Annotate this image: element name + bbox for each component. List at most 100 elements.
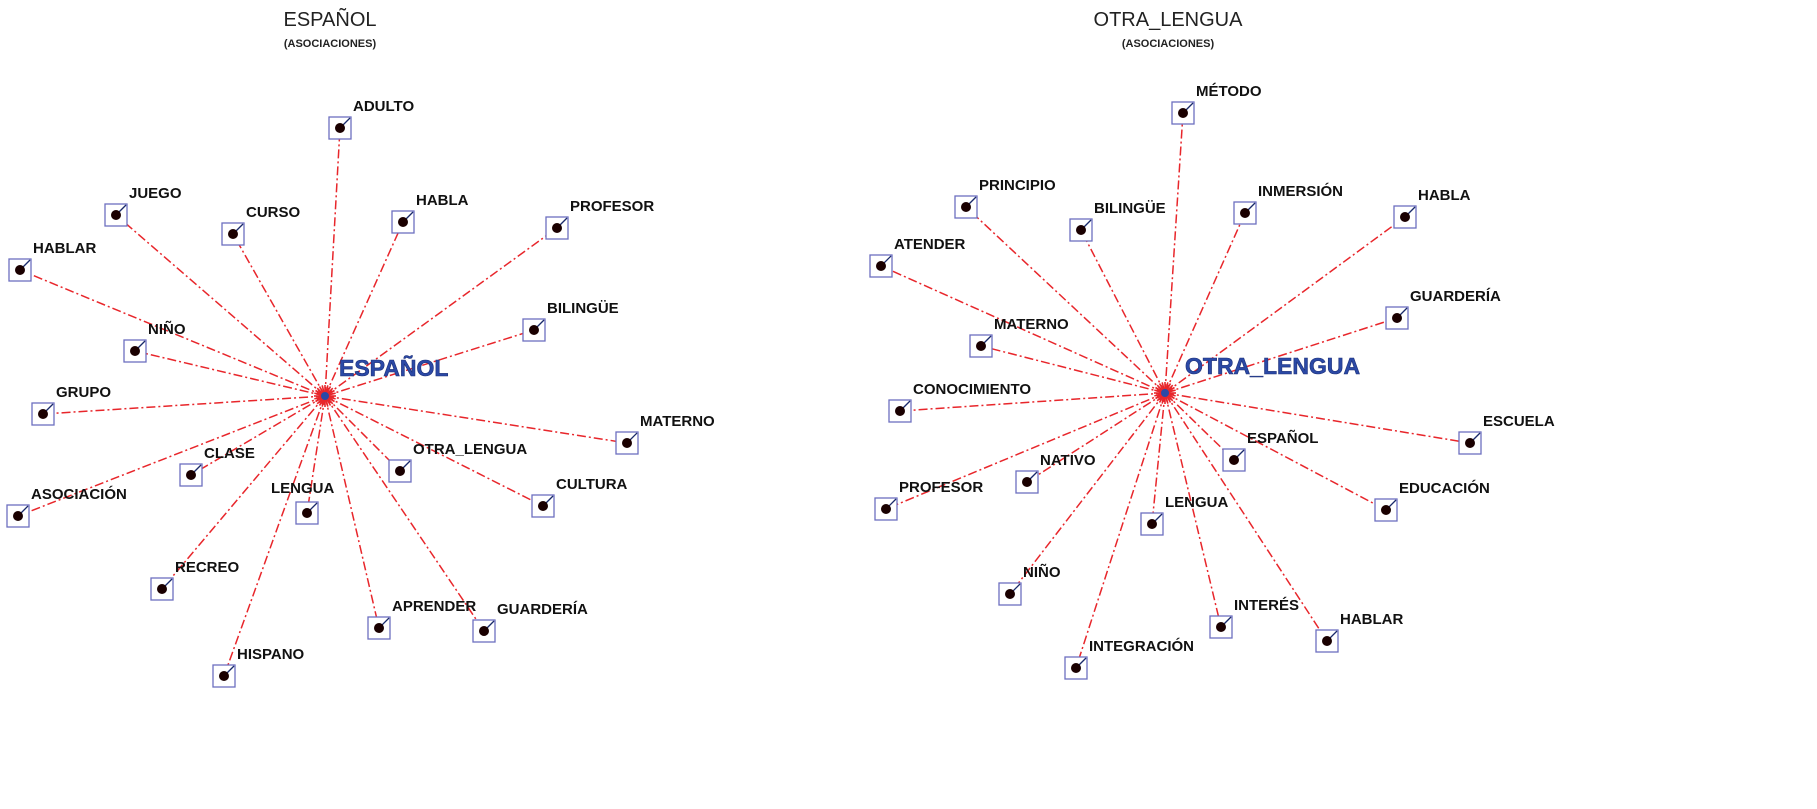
node-educación[interactable]: EDUCACIÓN <box>1374 479 1490 522</box>
node-interés[interactable]: INTERÉS <box>1209 597 1299 639</box>
node-lengua[interactable]: LENGUA <box>1140 494 1229 536</box>
node-adulto[interactable]: ADULTO <box>328 98 414 140</box>
node-dot-icon <box>335 123 345 133</box>
edge-profesor <box>324 227 558 397</box>
node-hablar[interactable]: HABLAR <box>1315 611 1403 653</box>
node-atender[interactable]: ATENDER <box>869 236 966 278</box>
node-dot-icon <box>1216 622 1226 632</box>
node-clase[interactable]: CLASE <box>179 445 255 487</box>
node-bilingüe[interactable]: BILINGÜE <box>1069 200 1166 242</box>
node-aprender[interactable]: APRENDER <box>367 598 476 640</box>
edge-hispano <box>223 395 326 677</box>
edge-habla <box>324 221 404 397</box>
node-profesor[interactable]: PROFESOR <box>874 479 983 521</box>
node-hablar[interactable]: HABLAR <box>8 240 96 282</box>
node-dot-icon <box>1381 505 1391 515</box>
node-label: LENGUA <box>271 480 335 497</box>
node-hispano[interactable]: HISPANO <box>212 646 305 688</box>
node-conocimiento[interactable]: CONOCIMIENTO <box>888 381 1031 423</box>
node-cultura[interactable]: CULTURA <box>531 476 628 518</box>
edge-niño <box>134 350 326 397</box>
node-label: RECREO <box>175 559 240 576</box>
edge-principio <box>965 206 1166 394</box>
diagram-subtitle: (ASOCIACIONES) <box>1122 38 1215 50</box>
node-dot-icon <box>1400 212 1410 222</box>
edge-nativo <box>1026 392 1166 483</box>
edge-guardería <box>1164 317 1398 394</box>
node-label: MATERNO <box>994 316 1069 333</box>
node-label: BILINGÜE <box>547 300 619 317</box>
edge-inmersión <box>1164 212 1246 394</box>
node-label: MATERNO <box>640 413 715 430</box>
node-niño[interactable]: NIÑO <box>998 563 1061 606</box>
node-dot-icon <box>13 511 23 521</box>
node-dot-icon <box>1178 108 1188 118</box>
node-curso[interactable]: CURSO <box>221 204 301 246</box>
node-escuela[interactable]: ESCUELA <box>1458 413 1555 455</box>
edge-asociación <box>17 395 326 517</box>
node-lengua[interactable]: LENGUA <box>271 480 335 525</box>
edge-lengua <box>306 395 326 514</box>
node-dot-icon <box>1229 455 1239 465</box>
diagram-1: ESPAÑOL(ASOCIACIONES)ESPAÑOLADULTOJUEGOC… <box>6 7 715 688</box>
edge-lengua <box>1151 392 1166 525</box>
node-guardería[interactable]: GUARDERÍA <box>1385 288 1501 330</box>
edge-profesor <box>885 392 1166 510</box>
node-habla[interactable]: HABLA <box>1393 187 1471 229</box>
node-label: HABLA <box>416 192 469 209</box>
node-niño[interactable]: NIÑO <box>123 320 186 363</box>
node-habla[interactable]: HABLA <box>391 192 469 234</box>
node-bilingüe[interactable]: BILINGÜE <box>522 300 619 342</box>
node-label: ESCUELA <box>1483 413 1555 430</box>
node-dot-icon <box>1322 636 1332 646</box>
node-dot-icon <box>130 346 140 356</box>
node-label: PROFESOR <box>570 198 654 215</box>
edge-curso <box>232 233 326 397</box>
node-label: ADULTO <box>353 98 414 115</box>
node-label: MÉTODO <box>1196 83 1262 100</box>
node-principio[interactable]: PRINCIPIO <box>954 177 1056 219</box>
node-método[interactable]: MÉTODO <box>1171 83 1262 125</box>
node-recreo[interactable]: RECREO <box>150 559 240 601</box>
node-integración[interactable]: INTEGRACIÓN <box>1064 637 1194 680</box>
center-node[interactable] <box>321 392 329 400</box>
center-node-label: OTRA_LENGUA <box>1185 353 1360 379</box>
node-label: NIÑO <box>1023 563 1061 581</box>
node-juego[interactable]: JUEGO <box>104 185 182 227</box>
node-dot-icon <box>398 217 408 227</box>
node-dot-icon <box>186 470 196 480</box>
edge-hablar <box>19 269 326 397</box>
edge-guardería <box>324 395 485 632</box>
node-dot-icon <box>552 223 562 233</box>
node-otra_lengua[interactable]: OTRA_LENGUA <box>388 441 527 483</box>
node-nativo[interactable]: NATIVO <box>1015 452 1096 494</box>
edge-materno <box>980 345 1166 394</box>
center-node[interactable] <box>1161 389 1169 397</box>
node-asociación[interactable]: ASOCIACIÓN <box>6 485 127 528</box>
node-dot-icon <box>895 406 905 416</box>
node-profesor[interactable]: PROFESOR <box>545 198 654 240</box>
node-dot-icon <box>1240 208 1250 218</box>
node-label: OTRA_LENGUA <box>413 441 527 458</box>
node-label: HISPANO <box>237 646 305 663</box>
edge-adulto <box>324 127 341 397</box>
edge-atender <box>880 265 1166 394</box>
node-label: APRENDER <box>392 598 476 615</box>
edge-recreo <box>161 395 326 590</box>
node-grupo[interactable]: GRUPO <box>31 384 111 426</box>
edge-conocimiento <box>899 392 1166 412</box>
node-label: LENGUA <box>1165 494 1229 511</box>
node-dot-icon <box>976 341 986 351</box>
node-inmersión[interactable]: INMERSIÓN <box>1233 182 1343 225</box>
node-materno[interactable]: MATERNO <box>969 316 1069 358</box>
node-materno[interactable]: MATERNO <box>615 413 715 455</box>
edge-método <box>1164 112 1184 394</box>
node-label: GRUPO <box>56 384 111 401</box>
edge-bilingüe <box>1080 229 1166 394</box>
node-label: CLASE <box>204 445 255 462</box>
node-español[interactable]: ESPAÑOL <box>1222 429 1318 472</box>
node-guardería[interactable]: GUARDERÍA <box>472 601 588 643</box>
node-label: NATIVO <box>1040 452 1096 469</box>
node-dot-icon <box>219 671 229 681</box>
